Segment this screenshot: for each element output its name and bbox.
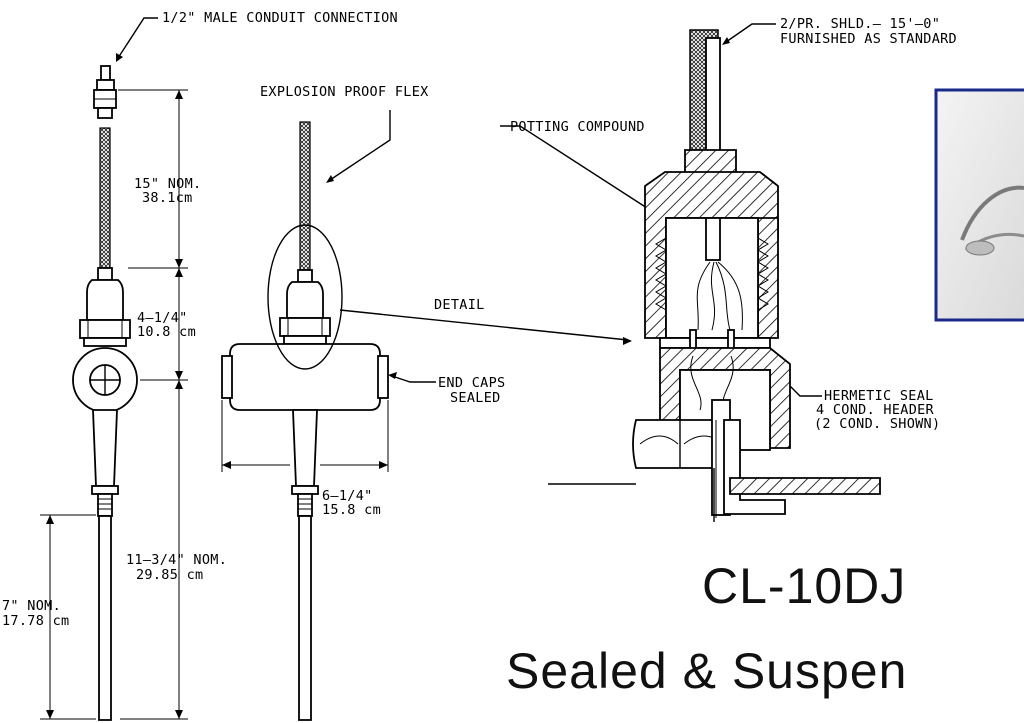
dim-11-inch: 11–3/4" NOM. [126, 552, 227, 568]
dim-4-inch: 4–1/4" [137, 310, 188, 326]
front-view [221, 121, 389, 721]
left-view-dimensions [40, 89, 188, 720]
dim-11-cm: 29.85 cm [136, 567, 203, 583]
dim-4-cm: 10.8 cm [137, 324, 196, 340]
dim-15-cm: 38.1cm [142, 190, 193, 206]
hermetic-seal-label-line1: HERMETIC SEAL [824, 388, 934, 404]
cable-spec-label-line2: FURNISHED AS STANDARD [780, 31, 957, 47]
dim-6-cm: 15.8 cm [322, 502, 381, 518]
end-caps-label-line1: END CAPS [438, 375, 505, 391]
section-detail [548, 29, 881, 522]
dim-15-inch: 15" NOM. [134, 176, 201, 192]
dim-6-inch: 6–1/4" [322, 488, 373, 504]
detail-label: DETAIL [434, 297, 485, 313]
hermetic-seal-label-line3: (2 COND. SHOWN) [814, 416, 940, 432]
dim-7-cm: 17.78 cm [2, 613, 69, 629]
potting-compound-label: POTTING COMPOUND [510, 119, 645, 135]
hermetic-seal-label-line2: 4 COND. HEADER [816, 402, 935, 418]
end-caps-label-line2: SEALED [450, 390, 501, 406]
model-subtitle: Sealed & Suspen [506, 643, 907, 699]
cable-spec-label-line1: 2/PR. SHLD.– 15'–0" [780, 16, 940, 32]
front-view-dimensions [221, 400, 389, 472]
product-photo [934, 88, 1024, 322]
explosion-proof-flex-label: EXPLOSION PROOF FLEX [260, 84, 429, 100]
conduit-connection-label: 1/2" MALE CONDUIT CONNECTION [162, 10, 398, 26]
leader-lines [116, 17, 822, 397]
dim-7-inch: 7" NOM. [2, 598, 61, 614]
model-title: CL-10DJ [702, 558, 906, 614]
side-elevation-view [72, 65, 138, 721]
